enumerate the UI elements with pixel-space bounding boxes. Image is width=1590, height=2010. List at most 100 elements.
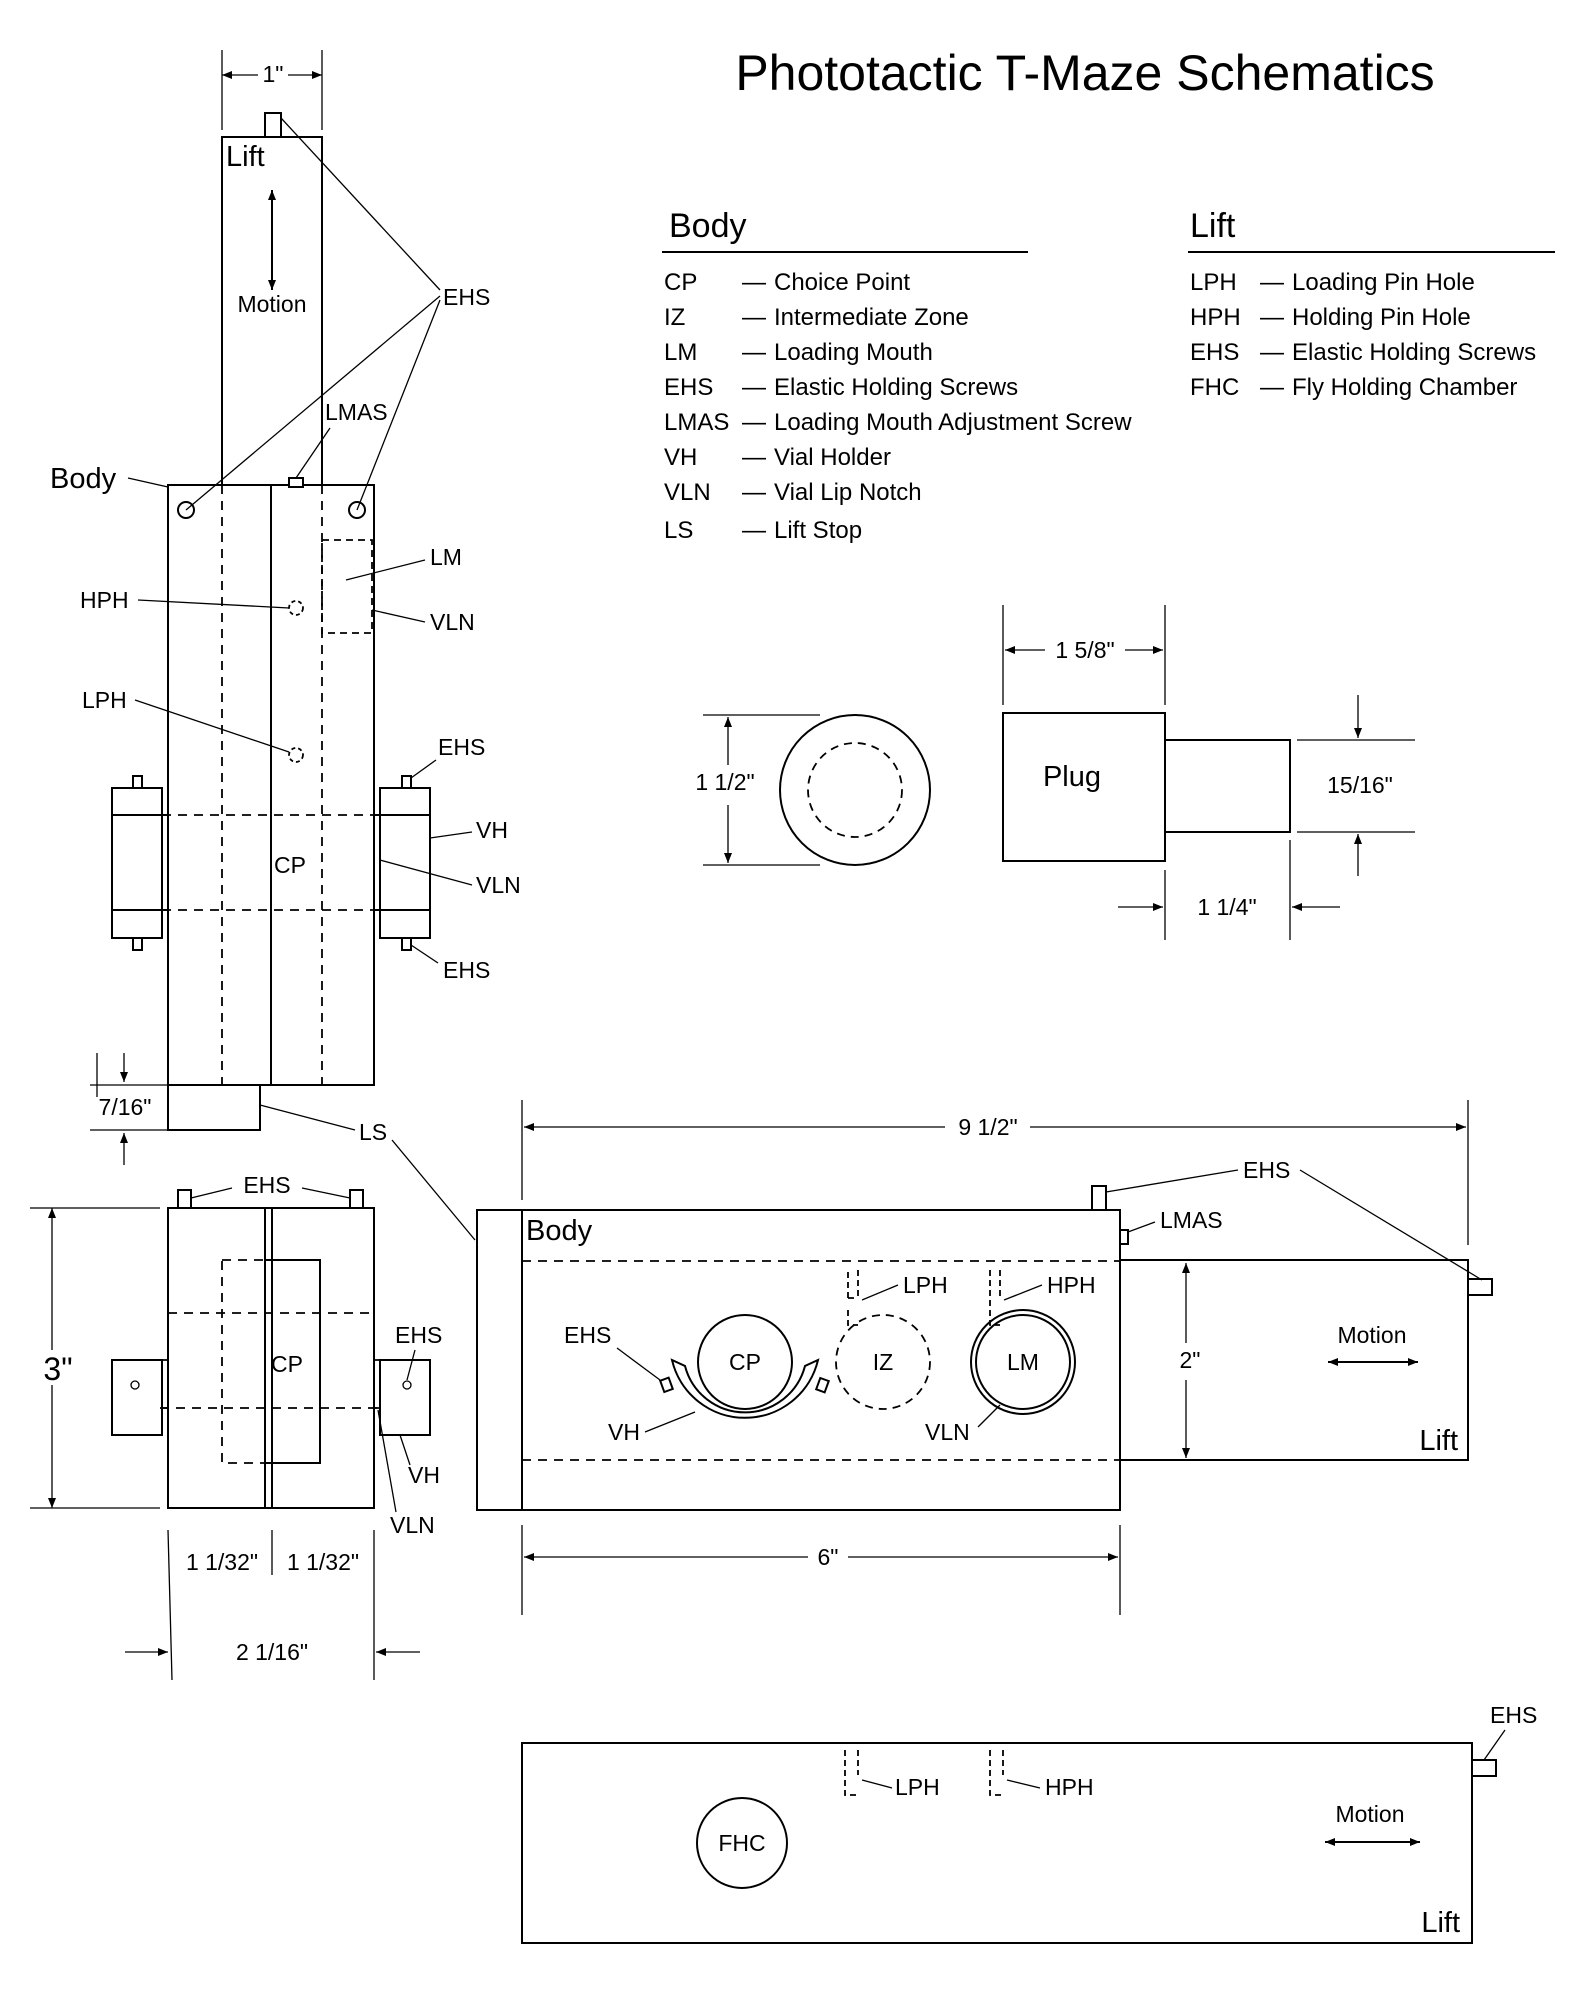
dim-plug-stem-length: 1 1/4"	[1197, 894, 1256, 920]
ehs-callout-end-side: EHS	[395, 1322, 442, 1348]
legend-lift-abbr: EHS	[1190, 339, 1239, 366]
dim-plug-stem-diameter: 15/16"	[1327, 772, 1393, 798]
ls-callout: LS	[359, 1119, 387, 1145]
legend-lift-abbr: LPH	[1190, 269, 1237, 296]
legend-body-desc: Vial Holder	[774, 444, 891, 471]
legend-body-abbr: EHS	[664, 374, 713, 401]
dim-overall-length: 9 1/2"	[958, 1114, 1017, 1140]
legend-body-dash: —	[742, 304, 766, 331]
legend-lift-dash: —	[1260, 374, 1284, 401]
legend-lift-heading: Lift	[1190, 207, 1236, 245]
dim-lift-height: 2"	[1180, 1347, 1201, 1373]
ehs-callout-top: EHS	[443, 284, 490, 310]
dim-end-height: 3"	[43, 1351, 72, 1387]
legend-body-dash: —	[742, 409, 766, 436]
page-title: Phototactic T-Maze Schematics	[735, 45, 1434, 101]
vln-callout-end: VLN	[390, 1512, 435, 1538]
loading-mouth-notch	[321, 539, 373, 634]
plug-end-inner	[807, 742, 903, 838]
lift-label-bottom: Lift	[1421, 1907, 1460, 1939]
lmas-callout: LMAS	[325, 399, 388, 425]
dim-end-half-right: 1 1/32"	[287, 1549, 359, 1575]
legend-lift-abbr: FHC	[1190, 374, 1239, 401]
legend-lift-dash: —	[1260, 269, 1284, 296]
dim-lift-width: 1"	[263, 61, 284, 87]
body-label: Body	[50, 463, 117, 495]
body-label-horizontal: Body	[526, 1215, 593, 1247]
legend-body-abbr: VLN	[664, 479, 711, 506]
lph-callout-horizontal: LPH	[903, 1272, 948, 1298]
legend-body-abbr: LMAS	[664, 409, 729, 436]
end-view: EHS CP EHS VH VLN 3" 1 1/32" 1 1/32" 2 1…	[30, 1172, 442, 1681]
legend-body-desc: Vial Lip Notch	[774, 479, 922, 506]
legend-lift-desc: Holding Pin Hole	[1292, 304, 1471, 331]
dim-plug-length: 1 5/8"	[1055, 637, 1114, 663]
vh-callout-horizontal: VH	[608, 1419, 640, 1445]
legend-body-desc: Loading Mouth	[774, 339, 933, 366]
legend-body-abbr: IZ	[664, 304, 685, 331]
legend-body-abbr: LM	[664, 339, 697, 366]
vh-callout-vertical: VH	[476, 817, 508, 843]
legend-lift-desc: Loading Pin Hole	[1292, 269, 1475, 296]
legend-body-dash: —	[742, 444, 766, 471]
fhc-label: FHC	[718, 1830, 765, 1856]
legend-lift-desc: Fly Holding Chamber	[1292, 374, 1517, 401]
legend-lift-abbr: HPH	[1190, 304, 1241, 331]
ehs-callout-horizontal: EHS	[564, 1322, 611, 1348]
cp-label-vertical: CP	[274, 852, 306, 878]
plug-label: Plug	[1043, 761, 1101, 793]
ehs-callout-horizontal-top: EHS	[1243, 1157, 1290, 1183]
legend-body-dash: —	[742, 517, 766, 544]
ehs-callout-bottom: EHS	[443, 957, 490, 983]
ehs-callout-end-top: EHS	[243, 1172, 290, 1198]
lm-label-horizontal: LM	[1007, 1349, 1039, 1375]
lph-callout-lift: LPH	[895, 1774, 940, 1800]
lph-callout-vertical: LPH	[82, 687, 127, 713]
vial-holder-horizontal	[670, 1358, 820, 1419]
legend-body-abbr: VH	[664, 444, 697, 471]
legend-body-desc: Lift Stop	[774, 517, 862, 544]
legend-body-abbr: CP	[664, 269, 697, 296]
lift-label-horizontal: Lift	[1419, 1425, 1458, 1457]
legend-body-dash: —	[742, 374, 766, 401]
loading-mouth	[970, 1309, 1076, 1415]
legend-body-heading: Body	[669, 207, 747, 245]
legend-body-desc: Loading Mouth Adjustment Screw	[774, 409, 1132, 436]
lift-alone	[521, 1742, 1473, 1944]
cp-label-horizontal: CP	[729, 1349, 761, 1375]
plug-stem	[1164, 739, 1291, 833]
plug-end-outer	[779, 714, 931, 866]
legend-body-desc: Choice Point	[774, 269, 910, 296]
legend-body-dash: —	[742, 339, 766, 366]
legend-lift-dash: —	[1260, 304, 1284, 331]
cp-label-end: CP	[271, 1351, 303, 1377]
lmas-callout-horizontal: LMAS	[1160, 1207, 1223, 1233]
ehs-callout-lift: EHS	[1490, 1702, 1537, 1728]
ehs-callout-mid: EHS	[438, 734, 485, 760]
vial-holder-left	[111, 787, 163, 939]
legend-lift-desc: Elastic Holding Screws	[1292, 339, 1536, 366]
hph-callout-lift: HPH	[1045, 1774, 1094, 1800]
dim-body-length: 6"	[818, 1544, 839, 1570]
lift-view: EHS LPH HPH FHC Motion Lift	[521, 1702, 1537, 1944]
iz-label: IZ	[873, 1349, 893, 1375]
hph-callout-horizontal: HPH	[1047, 1272, 1096, 1298]
motion-label: Motion	[237, 291, 306, 317]
vial-holder-right	[379, 787, 431, 939]
legend-lift-dash: —	[1260, 339, 1284, 366]
dim-end-width: 2 1/16"	[236, 1639, 308, 1665]
legend-body-desc: Elastic Holding Screws	[774, 374, 1018, 401]
vln-callout-mid: VLN	[476, 872, 521, 898]
legend-body-abbr: LS	[664, 517, 693, 544]
fly-holding-chamber	[696, 1797, 788, 1889]
ehs-screw-top	[264, 112, 282, 138]
intermediate-zone	[835, 1314, 931, 1410]
vertical-view: Lift Motion 1" Body	[50, 50, 521, 1241]
dim-plug-diameter: 1 1/2"	[695, 769, 754, 795]
dim-end-half-left: 1 1/32"	[186, 1549, 258, 1575]
choice-point	[697, 1314, 793, 1410]
vln-callout-top: VLN	[430, 609, 475, 635]
